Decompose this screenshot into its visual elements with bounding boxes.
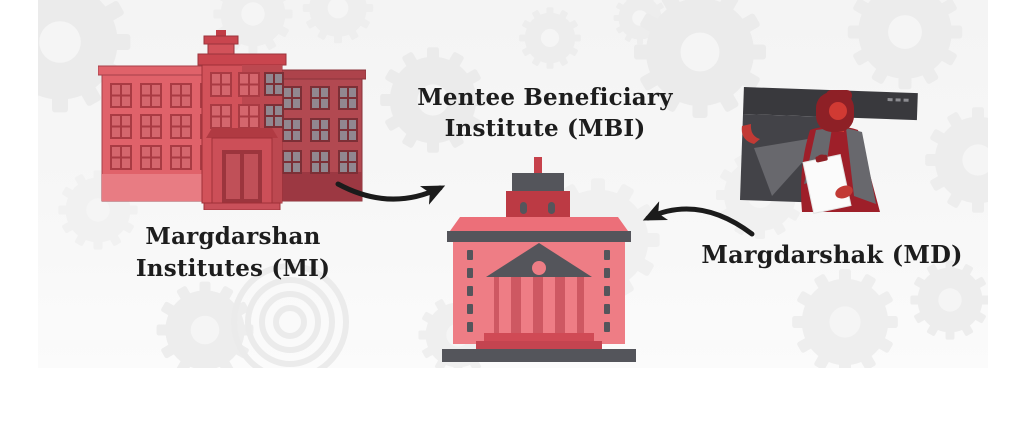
mi-center-tower xyxy=(197,30,287,210)
mi-label-line1: Margdarshan xyxy=(145,223,321,250)
md-mentor-illustration xyxy=(739,87,918,214)
mi-node-label: Margdarshan Institutes (MI) xyxy=(83,221,383,285)
mbi-label-line2: Institute (MBI) xyxy=(444,115,646,142)
clipboard xyxy=(802,154,852,214)
mi-campus-buildings-icon xyxy=(98,30,366,210)
mbi-main-hall xyxy=(442,217,636,362)
mbi-node-label: Mentee Beneficiary Institute (MBI) xyxy=(395,82,695,144)
gear-watermark-background xyxy=(38,0,988,368)
mentor-person xyxy=(741,90,880,214)
md-label-line1: Margdarshak (MD) xyxy=(701,240,963,269)
mbi-institute-building-icon xyxy=(442,157,636,362)
mbi-label-line1: Mentee Beneficiary xyxy=(417,84,673,111)
md-node-label: Margdarshak (MD) xyxy=(682,239,982,271)
mi-label-line2: Institutes (MI) xyxy=(135,255,331,282)
